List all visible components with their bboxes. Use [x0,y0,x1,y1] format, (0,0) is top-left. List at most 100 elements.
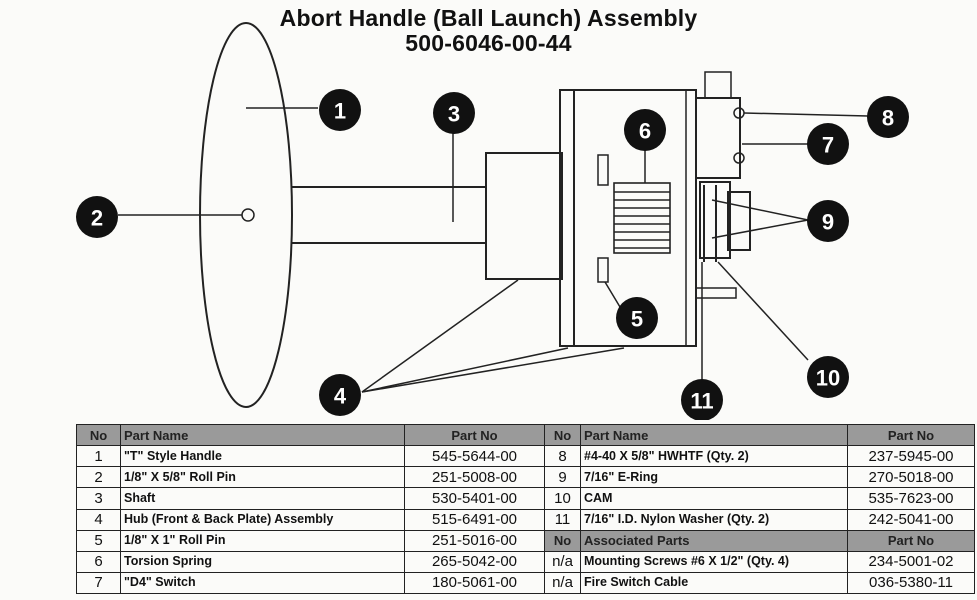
cell-no: 11 [544,508,581,531]
roll-pin-upper [597,154,609,186]
title-line-1: Abort Handle (Ball Launch) Assembly [279,5,698,31]
cell-part-no: 270-5018-00 [847,466,975,489]
table-row: 5 1/8" X 1" Roll Pin 251-5016-00 No Asso… [76,529,975,552]
callout-number-8: 8 [882,106,894,131]
callout-9: 9 [807,200,849,242]
subheader-no: No [544,529,581,552]
roll-pin-lower [597,257,609,283]
cell-no: 4 [76,508,121,531]
callout-6: 6 [624,109,666,151]
cell-part-no: 242-5041-00 [847,508,975,531]
cell-part-no: 515-6491-00 [404,508,545,531]
cell-part-no: 237-5945-00 [847,445,975,468]
callout-number-11: 11 [690,389,713,414]
callout-2: 2 [76,196,118,238]
header-part-name-left: Part Name [120,423,405,447]
exploded-assembly-drawing: 1 2 3 4 5 6 7 8 9 10 11 [76,22,909,420]
cell-part-name: CAM [580,487,848,510]
cell-part-name: 7/16" E-Ring [580,466,848,489]
cell-part-name: "T" Style Handle [120,445,405,468]
cell-no: 10 [544,487,581,510]
cell-part-no: 251-5008-00 [404,466,545,489]
header-part-name-right: Part Name [580,423,848,447]
callout-10: 10 [807,356,849,398]
cell-no: n/a [544,550,581,573]
d4-switch-body [695,97,741,179]
subheader-part-no: Part No [847,529,975,552]
cell-part-no: 251-5016-00 [404,529,545,552]
table-row: 4 Hub (Front & Back Plate) Assembly 515-… [76,508,975,531]
cell-no: 3 [76,487,121,510]
table-row: 3 Shaft 530-5401-00 10 CAM 535-7623-00 [76,487,975,510]
cell-part-name: Shaft [120,487,405,510]
title-line-2: 500-6046-00-44 [405,30,572,56]
header-part-no-right: Part No [847,423,975,447]
cell-no: 2 [76,466,121,489]
torsion-spring [613,182,671,254]
header-no-left: No [76,423,121,447]
cell-part-name: Torsion Spring [120,550,405,573]
switch-screw-2 [733,152,745,164]
cell-part-name: 1/8" X 1" Roll Pin [120,529,405,552]
cell-part-name: 1/8" X 5/8" Roll Pin [120,466,405,489]
cell-no: 9 [544,466,581,489]
callout-number-3: 3 [448,102,460,127]
roll-pin-hole [241,208,255,222]
subheader-associated-parts: Associated Parts [580,529,848,552]
cell-part-no: 265-5042-00 [404,550,545,573]
callout-8: 8 [867,96,909,138]
callout-4: 4 [319,374,361,416]
diagram-title: Abort Handle (Ball Launch) Assembly 500-… [0,6,977,56]
hub-body [485,152,563,280]
leader-9b [711,219,809,239]
callout-number-10: 10 [816,366,840,391]
callout-number-4: 4 [334,384,347,409]
table-row: 2 1/8" X 5/8" Roll Pin 251-5008-00 9 7/1… [76,466,975,489]
cell-part-no: 180-5061-00 [404,571,545,595]
header-part-no-left: Part No [404,423,545,447]
cell-part-name: Mounting Screws #6 X 1/2" (Qty. 4) [580,550,848,573]
table-row: 7 "D4" Switch 180-5061-00 n/a Fire Switc… [76,571,975,595]
cell-no: n/a [544,571,581,595]
cell-no: 1 [76,445,121,468]
callout-7: 7 [807,123,849,165]
shaft-end-nut [727,191,751,251]
table-row: 1 "T" Style Handle 545-5644-00 8 #4-40 X… [76,445,975,468]
table-row: 6 Torsion Spring 265-5042-00 n/a Mountin… [76,550,975,573]
header-no-right: No [544,423,581,447]
callout-number-2: 2 [91,206,103,231]
leader-4b [361,347,569,393]
cell-part-no: 530-5401-00 [404,487,545,510]
callout-3: 3 [433,92,475,134]
cell-part-name: Hub (Front & Back Plate) Assembly [120,508,405,531]
back-plate [573,89,697,347]
callout-1: 1 [319,89,361,131]
cell-part-name: "D4" Switch [120,571,405,595]
cell-no: 6 [76,550,121,573]
callout-number-6: 6 [639,119,651,144]
cell-no: 5 [76,529,121,552]
leader-9a [711,199,809,221]
callout-number-1: 1 [334,99,346,124]
callout-11: 11 [681,379,723,420]
cell-part-no: 545-5644-00 [404,445,545,468]
cell-part-no: 535-7623-00 [847,487,975,510]
switch-tab [704,71,732,99]
cell-part-no: 234-5001-02 [847,550,975,573]
stud-lower [695,287,737,299]
cell-part-no: 036-5380-11 [847,571,975,595]
cell-part-name: 7/16" I.D. Nylon Washer (Qty. 2) [580,508,848,531]
leader-8 [743,112,869,117]
callout-number-7: 7 [822,133,834,158]
cell-no: 7 [76,571,121,595]
table-header-row: No Part Name Part No No Part Name Part N… [76,423,975,447]
leader-4c [361,347,625,393]
callout-number-9: 9 [822,210,834,235]
cell-no: 8 [544,445,581,468]
callout-5: 5 [616,297,658,339]
cell-part-name: #4-40 X 5/8" HWHTF (Qty. 2) [580,445,848,468]
parts-list-table: No Part Name Part No No Part Name Part N… [76,423,975,595]
leader-4a [361,279,519,393]
cell-part-name: Fire Switch Cable [580,571,848,595]
leader-10 [717,261,809,361]
